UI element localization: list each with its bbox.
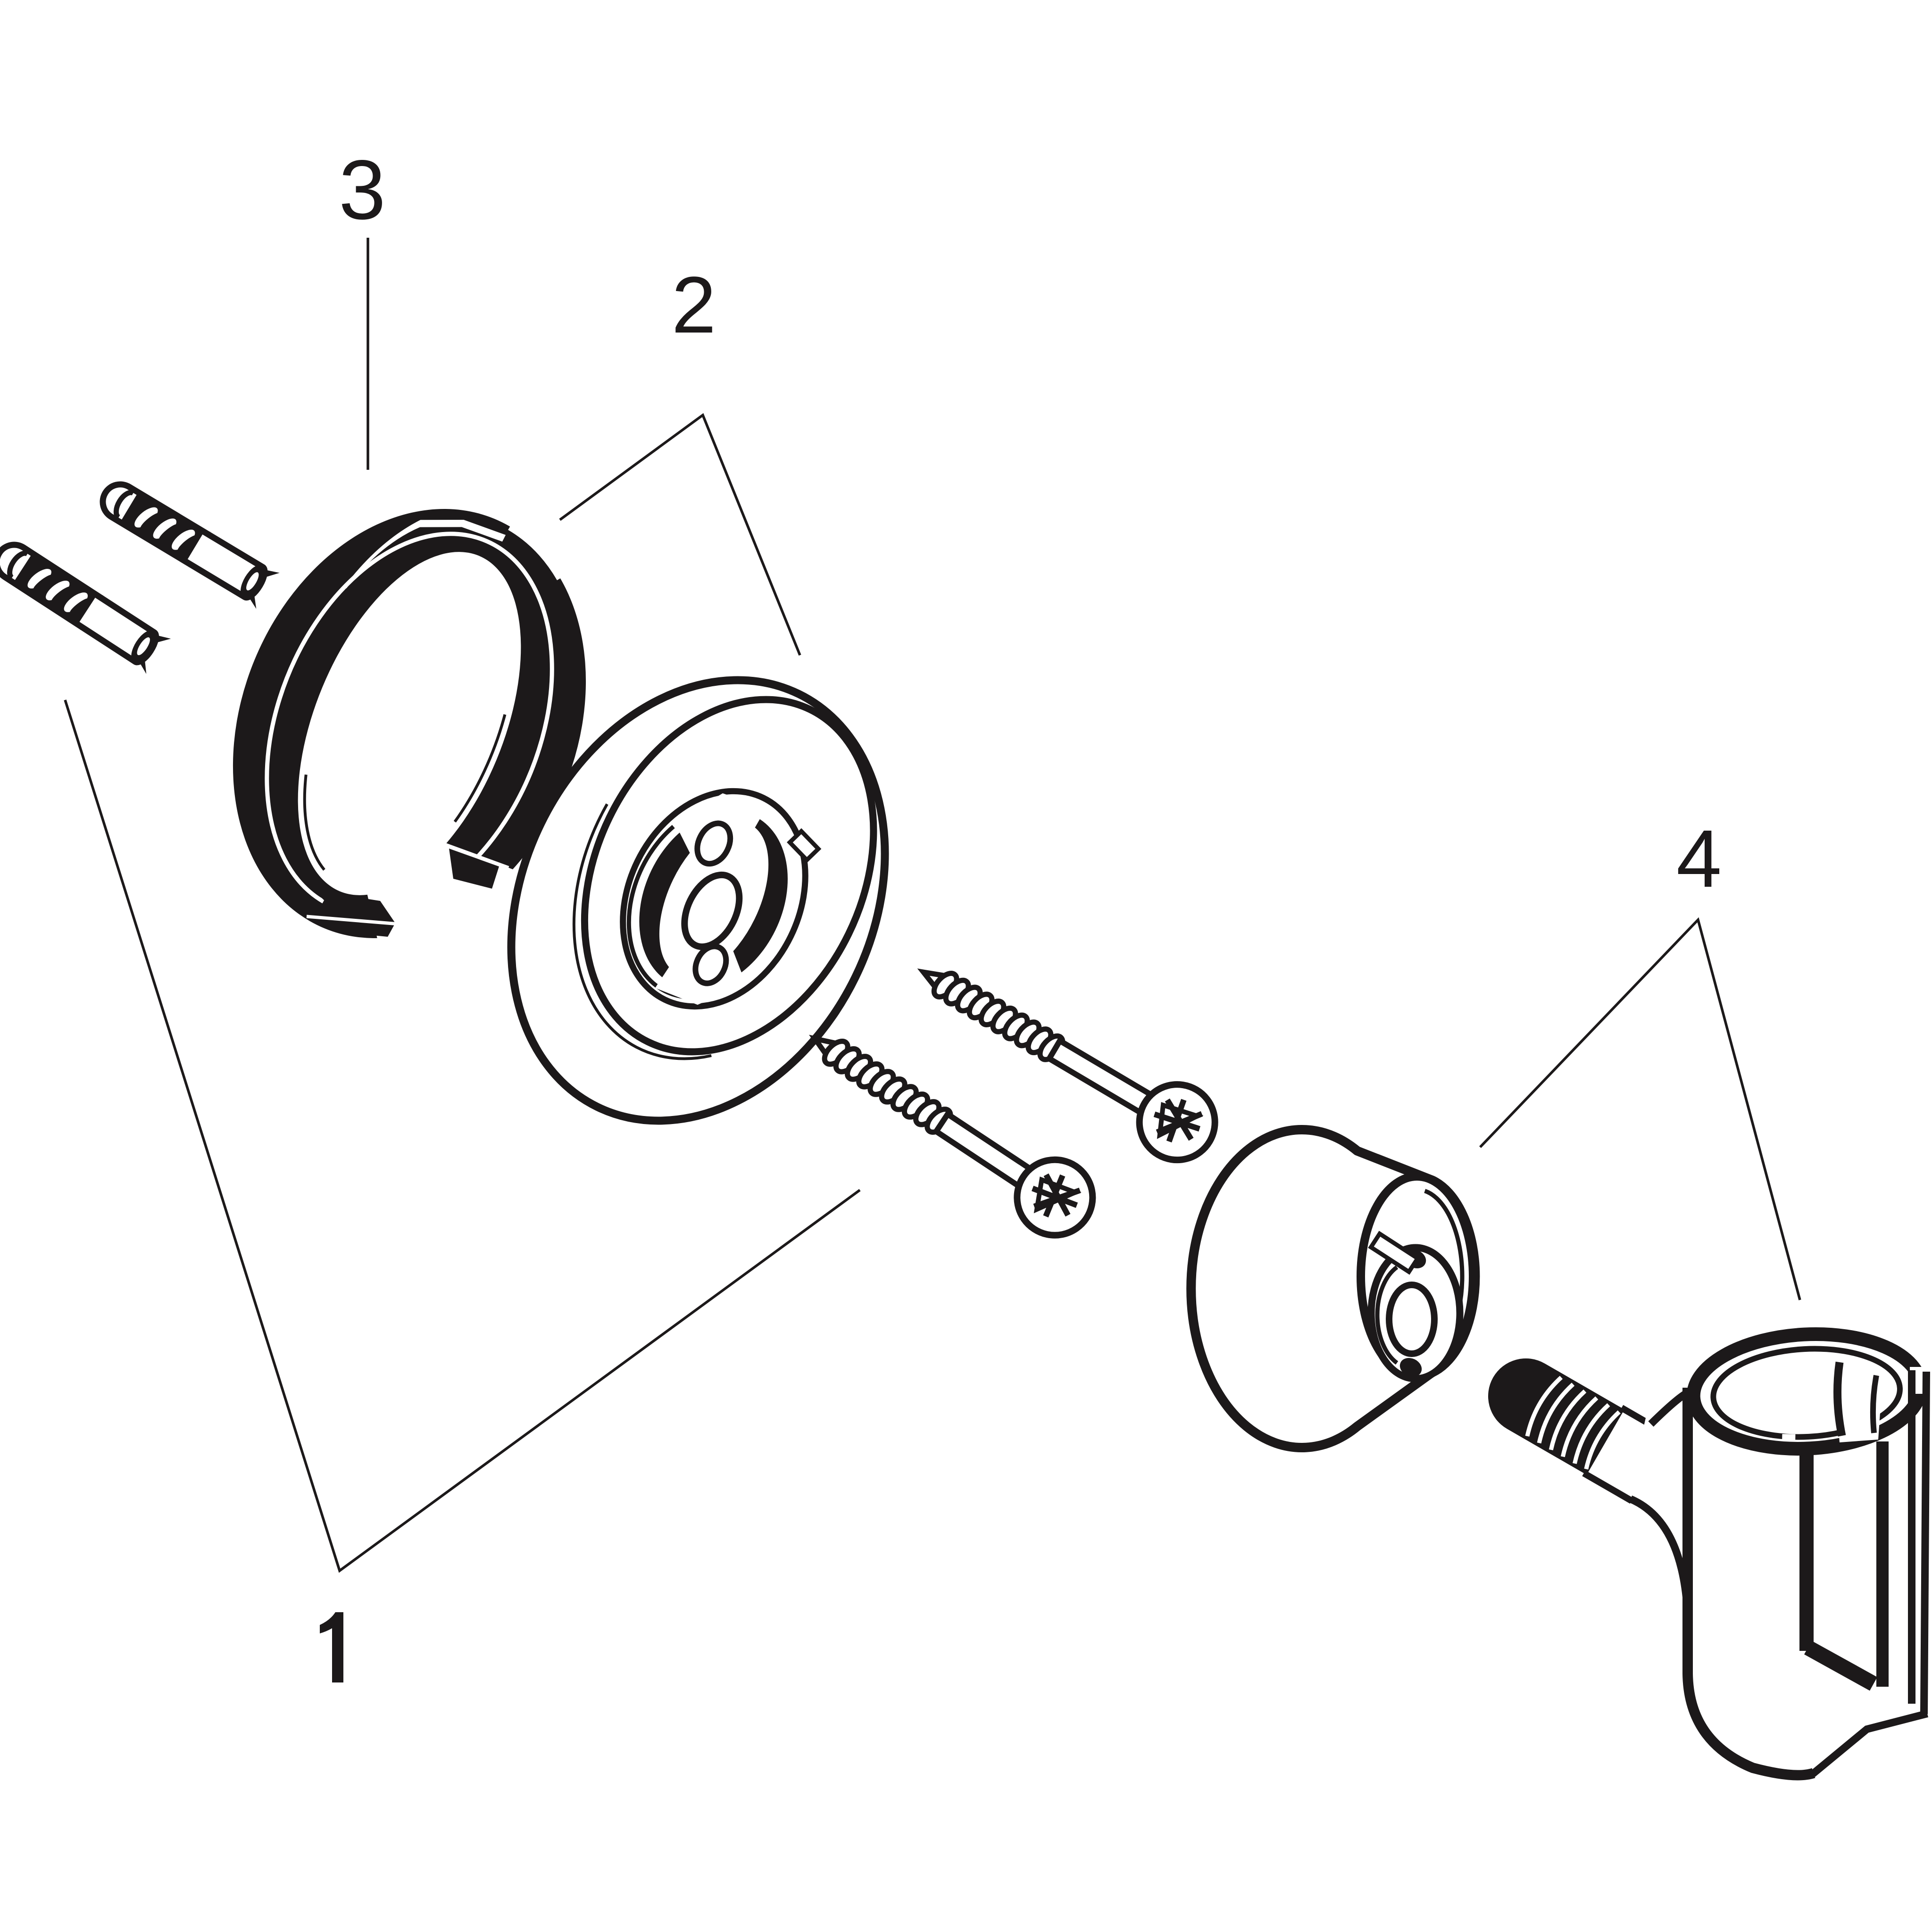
svg-text:4: 4 <box>1676 813 1722 904</box>
svg-text:2: 2 <box>672 260 716 350</box>
svg-text:3: 3 <box>339 142 386 237</box>
